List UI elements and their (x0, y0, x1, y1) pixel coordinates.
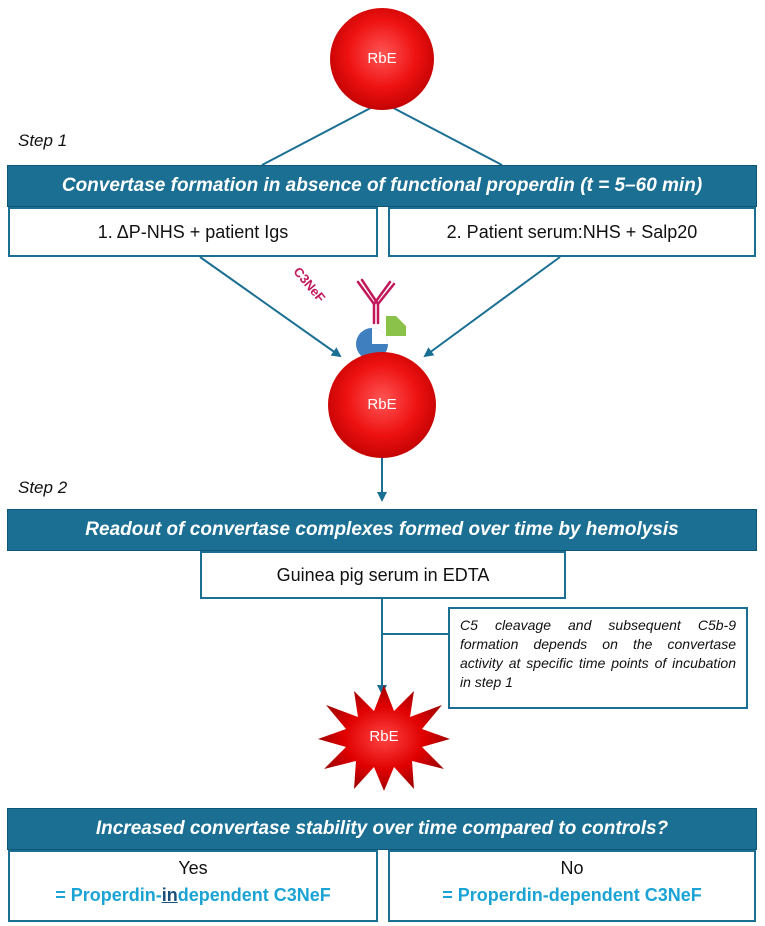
step2-label: Step 2 (18, 478, 68, 497)
top-rbe-label: RbE (367, 49, 397, 67)
lysed-rbe-label: RbE (369, 728, 399, 745)
result-no-box: No = Properdin-dependent C3NeF (388, 850, 756, 922)
result-yes-text: = Properdin-independent C3NeF (10, 885, 376, 906)
result-no-label: No (560, 858, 584, 878)
step1-banner: Convertase formation in absence of funct… (7, 165, 757, 207)
result-yes-box: Yes = Properdin-independent C3NeF (8, 850, 378, 922)
mid-rbe-label: RbE (367, 395, 397, 413)
arrow-option2-to-cell (423, 256, 561, 358)
mechanism-note: C5 cleavage and subsequent C5b-9 formati… (448, 607, 748, 709)
reagent-box: Guinea pig serum in EDTA (200, 551, 566, 599)
result-no-text: = Properdin-dependent C3NeF (442, 885, 702, 905)
connector-left-branch (261, 101, 383, 166)
result-question-banner: Increased convertase stability over time… (7, 808, 757, 850)
mid-rbe-cell: RbE (328, 352, 436, 458)
arrow-option1-to-cell (199, 256, 342, 358)
connector-right-branch (381, 101, 503, 166)
antibody-icon (356, 278, 396, 325)
result-yes-prefix: = Properdin- (55, 885, 162, 905)
lysed-rbe-cell (318, 685, 450, 791)
result-yes-label: Yes (178, 858, 208, 878)
step1-label: Step 1 (18, 131, 68, 150)
option1-box: 1. ΔP-NHS + patient Igs (8, 207, 378, 257)
result-yes-emphasis: in (161, 885, 178, 905)
result-yes-suffix: dependent C3NeF (177, 885, 331, 905)
top-rbe-cell: RbE (330, 8, 434, 110)
step2-banner: Readout of convertase complexes formed o… (7, 509, 757, 551)
option2-box: 2. Patient serum:NHS + Salp20 (388, 207, 756, 257)
